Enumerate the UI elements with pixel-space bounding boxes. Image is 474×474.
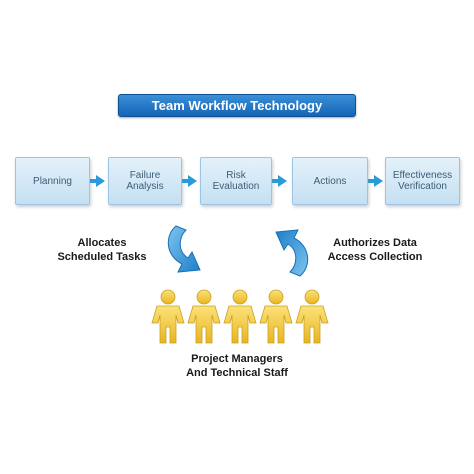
person-icon [295, 289, 329, 344]
flow-arrow-icon [182, 175, 197, 187]
step-planning: Planning [15, 157, 90, 205]
person-icon [187, 289, 221, 344]
step-actions: Actions [292, 157, 368, 205]
flow-arrow-icon [368, 175, 383, 187]
flow-arrow-icon [272, 175, 287, 187]
person-icon [259, 289, 293, 344]
cycle-arrow-down-icon [167, 225, 201, 273]
left-cycle-label: Allocates Scheduled Tasks [57, 237, 147, 263]
flow-arrow-icon [90, 175, 105, 187]
step-effectiveness-verification: Effectiveness Verification [385, 157, 460, 205]
step-failure-analysis: Failure Analysis [108, 157, 182, 205]
cycle-arrow-up-icon [275, 229, 309, 277]
people-label: Project Managers And Technical Staff [186, 353, 288, 379]
person-icon [151, 289, 185, 344]
people-group [151, 289, 329, 344]
diagram-title: Team Workflow Technology [118, 94, 356, 117]
step-risk-evaluation: Risk Evaluation [200, 157, 272, 205]
right-cycle-label: Authorizes Data Access Collection [327, 237, 423, 263]
person-icon [223, 289, 257, 344]
